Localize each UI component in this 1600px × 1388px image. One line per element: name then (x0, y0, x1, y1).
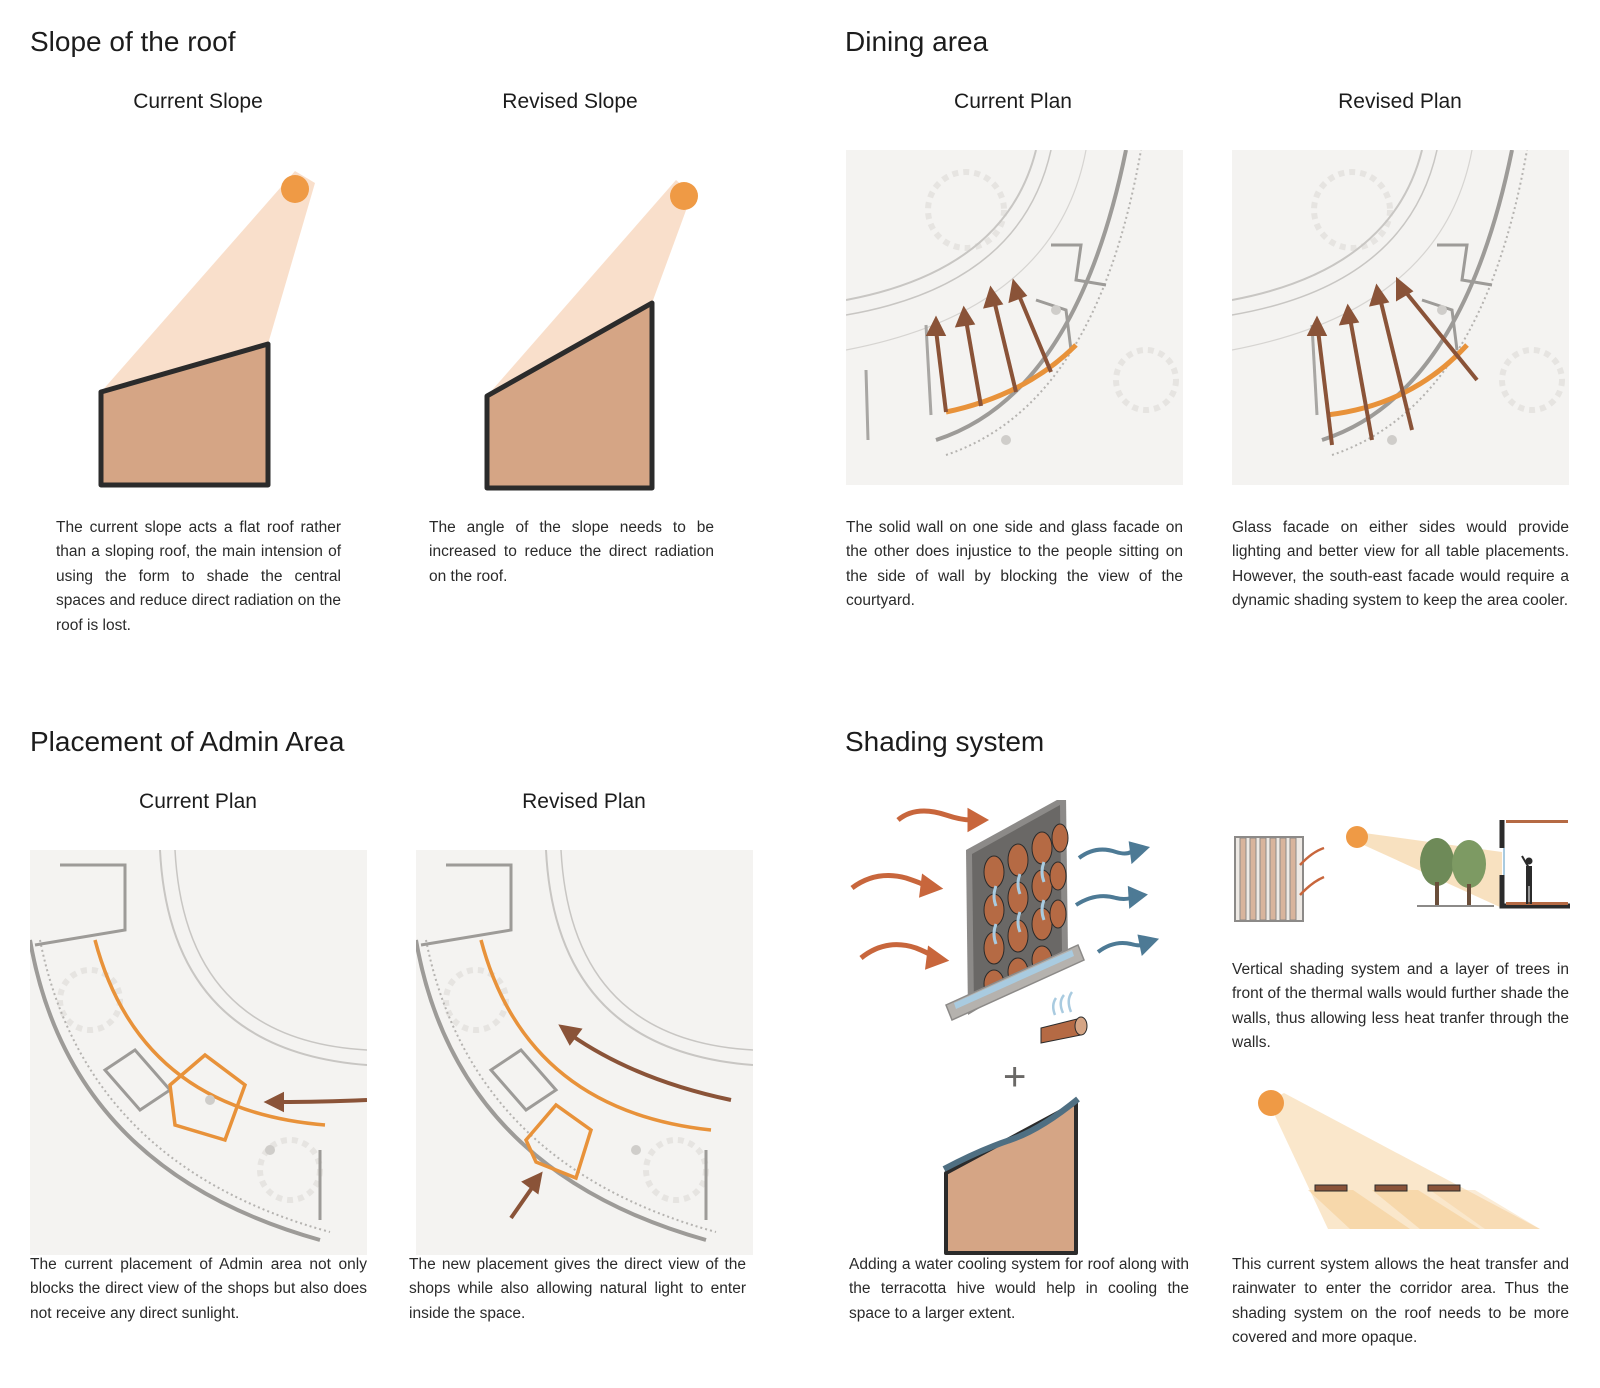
slope-title: Slope of the roof (30, 26, 236, 57)
water-cooled-roof-diagram (940, 1095, 1090, 1260)
admin-block-highlight (93, 939, 326, 1127)
admin-title: Placement of Admin Area (30, 726, 345, 757)
corridor-highlight (479, 939, 712, 1132)
sun-icon (1346, 826, 1368, 848)
admin-revised-plan (416, 850, 753, 1255)
terracotta-hive-diagram (846, 800, 1176, 1050)
dining-current-plan (846, 150, 1183, 485)
vertical-shading-description: Vertical shading system and a layer of t… (1232, 961, 1569, 1052)
revised-slope-description: The angle of the slope needs to be incre… (429, 519, 714, 585)
roof-shading-diagram (1250, 1085, 1550, 1235)
sun-ray-cone (101, 171, 315, 392)
sun-icon (281, 175, 309, 203)
outer-wall (416, 939, 707, 1242)
heat-arrows (850, 807, 990, 970)
admin-current-description: The current placement of Admin area not … (30, 1256, 367, 1322)
admin-revised-label: Revised Plan (522, 790, 646, 813)
admin-current-plan (30, 850, 367, 1255)
outer-wall (30, 939, 321, 1242)
current-slope-diagram (80, 160, 320, 500)
sun-icon (1258, 1090, 1284, 1116)
vertical-shading-diagram (1232, 820, 1572, 935)
admin-room-highlight (168, 1052, 248, 1143)
dining-revised-label: Revised Plan (1338, 90, 1462, 113)
dining-revised-plan (1232, 150, 1569, 485)
sun-ray-cone (487, 180, 692, 396)
dining-current-description: The solid wall on one side and glass fac… (846, 519, 1183, 610)
dining-title: Dining area (845, 26, 989, 57)
current-slope-label: Current Slope (133, 90, 263, 113)
terracotta-pipe (1040, 991, 1088, 1044)
building-section (484, 300, 655, 491)
water-layer (942, 1096, 1080, 1172)
terracotta-pots (983, 823, 1069, 999)
person-figure (1521, 855, 1533, 904)
current-slope-description: The current slope acts a flat roof rathe… (56, 519, 341, 634)
roof-shading-description: This current system allows the heat tran… (1232, 1256, 1569, 1347)
outer-wall (935, 150, 1128, 442)
shading-title: Shading system (845, 726, 1045, 757)
cool-air-arrows (1074, 841, 1160, 957)
dining-revised-description: Glass facade on either sides would provi… (1232, 519, 1569, 610)
sun-icon (670, 182, 698, 210)
trees (1417, 838, 1494, 907)
roof-louvers (1314, 1184, 1461, 1192)
revised-slope-label: Revised Slope (502, 90, 638, 113)
admin-current-label: Current Plan (139, 790, 257, 813)
outer-wall (1321, 150, 1514, 442)
dining-current-label: Current Plan (954, 90, 1072, 113)
admin-revised-description: The new placement gives the direct view … (409, 1256, 746, 1322)
admin-room-highlight (523, 1102, 594, 1181)
revised-slope-diagram (470, 160, 710, 500)
building-section (1499, 820, 1570, 909)
building-section (98, 341, 271, 488)
plus-sign: + (1003, 1055, 1027, 1099)
cooling-system-description: Adding a water cooling system for roof a… (849, 1256, 1189, 1322)
vertical-louvers (1234, 836, 1304, 922)
solid-wall-highlight (945, 343, 1078, 415)
